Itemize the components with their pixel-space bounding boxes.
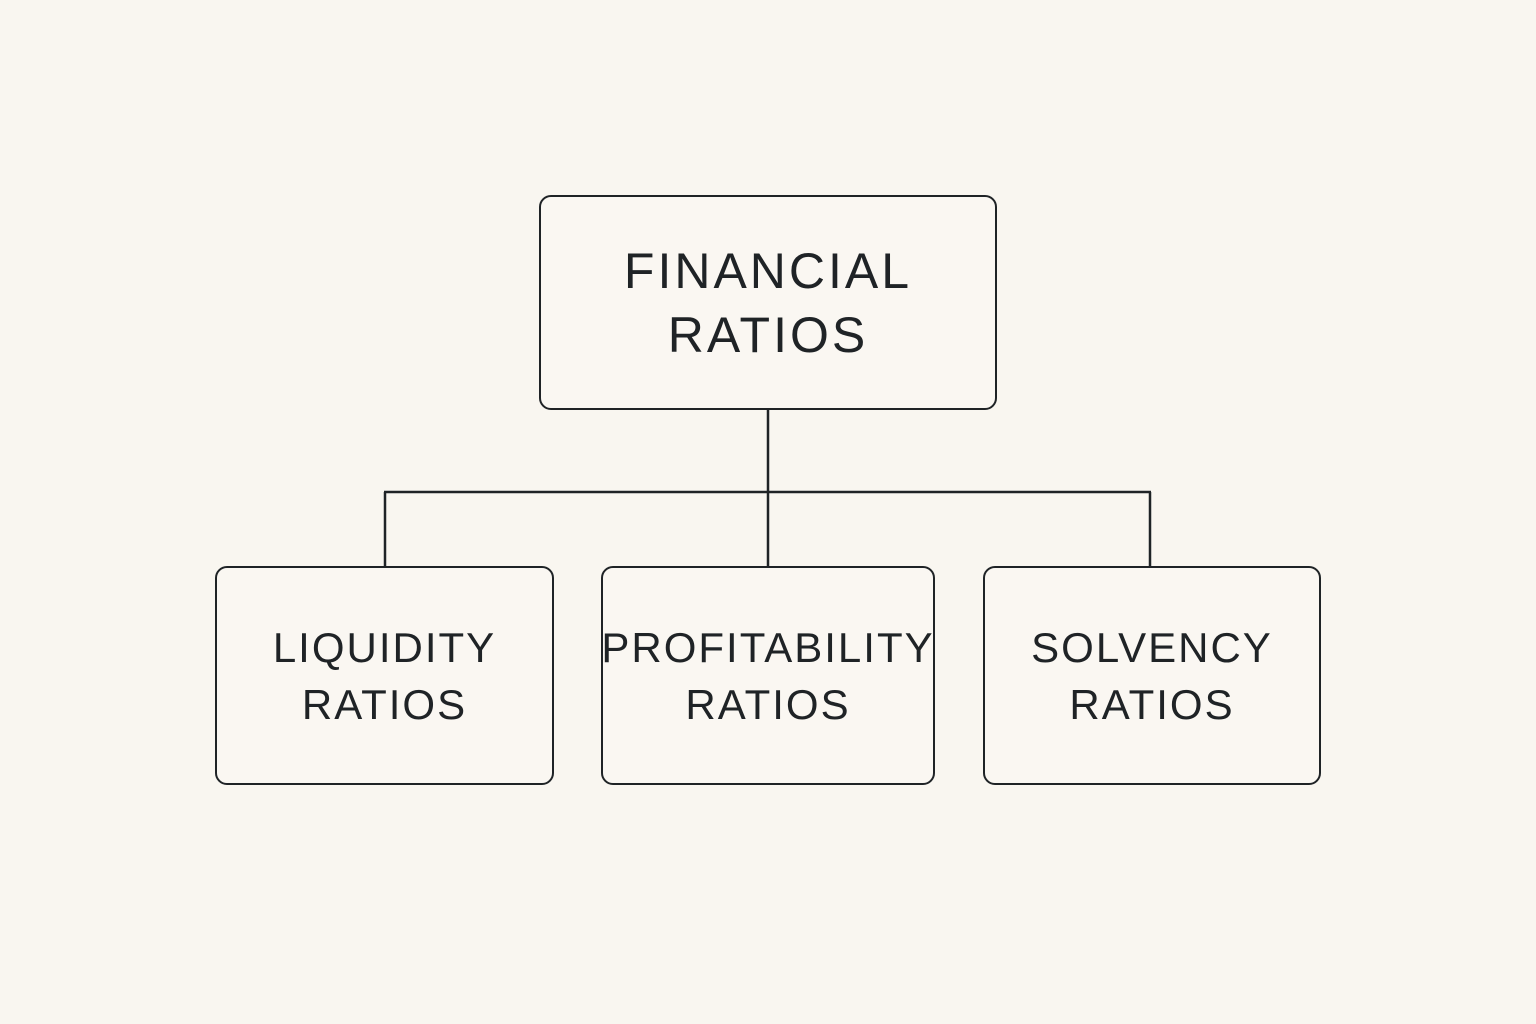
child-node-label-line1: SOLVENCY: [1031, 623, 1273, 671]
root-node-label-line1: FINANCIAL: [623, 242, 913, 299]
child-node-label-line2: RATIOS: [301, 680, 468, 728]
child-node-label-line1: LIQUIDITY: [272, 623, 497, 671]
child-node-solvency-ratios: SOLVENCY RATIOS: [983, 566, 1321, 785]
root-node-financial-ratios: FINANCIAL RATIOS: [539, 195, 997, 410]
child-node-liquidity-ratios: LIQUIDITY RATIOS: [215, 566, 554, 785]
child-node-profitability-ratios: PROFITABILITY RATIOS: [601, 566, 935, 785]
child-node-label-line2: RATIOS: [685, 680, 851, 728]
child-node-label-line2: RATIOS: [1069, 680, 1235, 728]
child-node-label-line1: PROFITABILITY: [601, 623, 935, 671]
root-node-label-line2: RATIOS: [667, 306, 869, 363]
